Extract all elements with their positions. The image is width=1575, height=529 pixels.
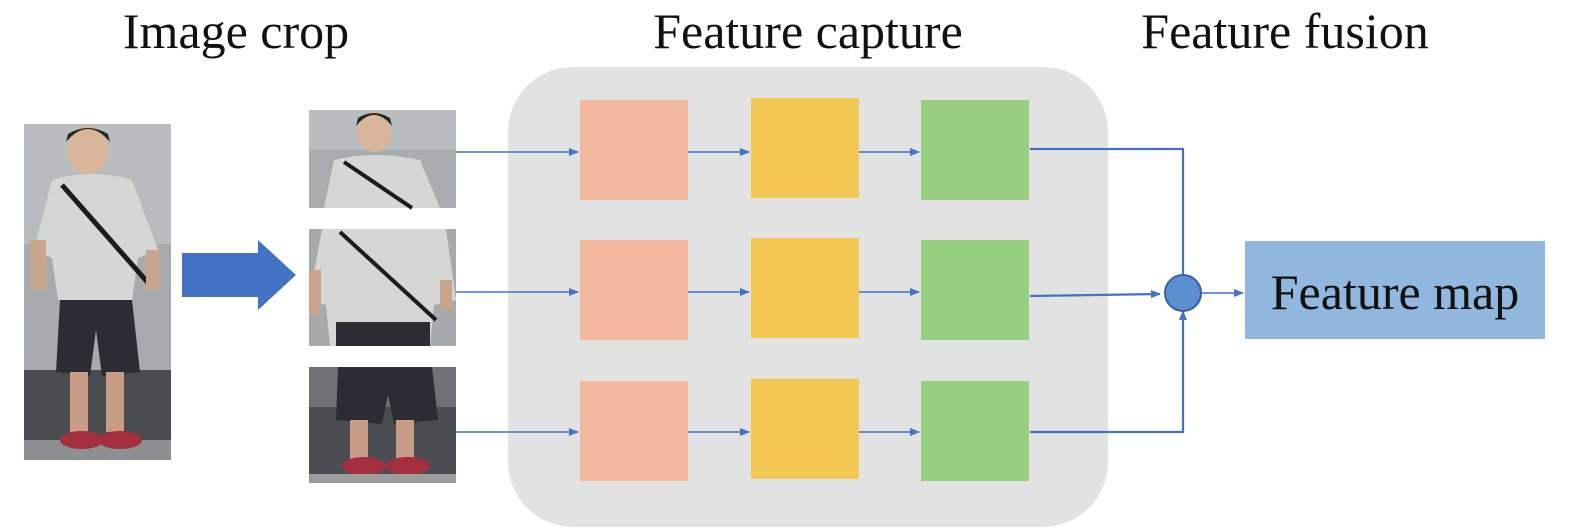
stage-2-block-bottom	[751, 379, 859, 479]
fusion-connectors	[1029, 147, 1244, 434]
title-image-crop: Image crop	[123, 3, 349, 59]
fusion-circle-icon	[1164, 274, 1202, 312]
crop-top-image	[309, 110, 456, 210]
feature-map-box	[1245, 241, 1545, 339]
right-arrow-icon	[182, 240, 296, 310]
stage-1-block-top	[580, 100, 688, 200]
stage-2-block-middle	[751, 238, 859, 338]
title-feature-capture: Feature capture	[653, 3, 963, 59]
stage-1-block-bottom	[580, 381, 688, 481]
stage-2-block-top	[751, 98, 859, 198]
crop-middle-image	[309, 229, 456, 346]
crop-bottom-image	[309, 367, 456, 483]
stage-3-block-top	[921, 100, 1029, 200]
input-person-image	[24, 124, 171, 460]
stage-3-block-bottom	[921, 381, 1029, 481]
stage-1-block-middle	[580, 240, 688, 340]
title-feature-fusion: Feature fusion	[1141, 3, 1428, 59]
stage-3-block-middle	[921, 240, 1029, 340]
feature-rows	[456, 98, 1029, 481]
feature-map-label: Feature map	[1271, 264, 1520, 320]
